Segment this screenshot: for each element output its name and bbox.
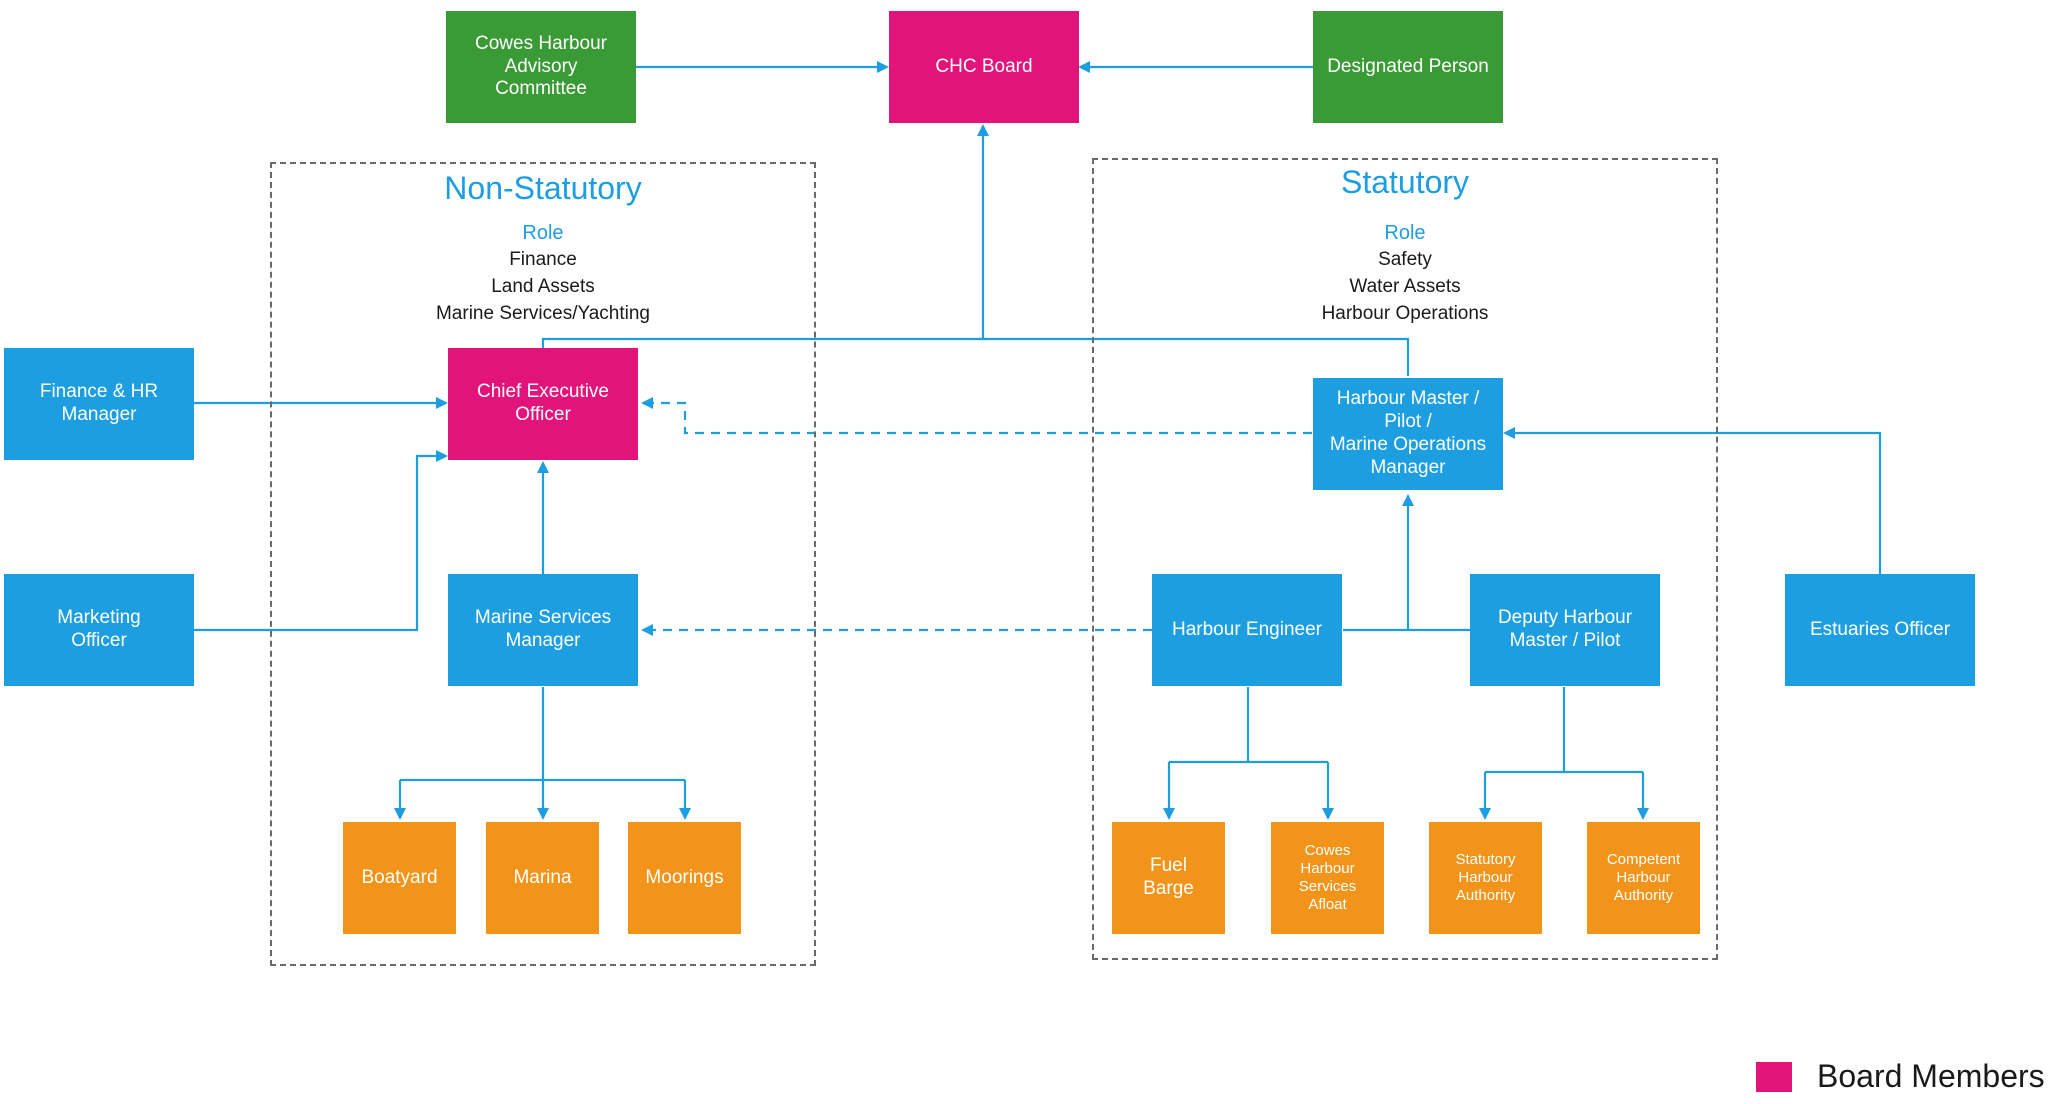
designated-person-box: Designated Person xyxy=(1313,11,1503,123)
marina-box: Marina xyxy=(486,822,599,934)
statutory-harbour-authority-box: Statutory Harbour Authority xyxy=(1429,822,1542,934)
statutory-role-3: Harbour Operations xyxy=(1321,303,1489,324)
non-statutory-role-label: Role xyxy=(522,222,564,244)
non-statutory-title: Non-Statutory xyxy=(444,170,642,206)
statutory-title: Statutory xyxy=(1340,164,1470,200)
marine-services-manager-box: Marine Services Manager xyxy=(448,574,638,686)
services-afloat-box: Cowes Harbour Services Afloat xyxy=(1271,822,1384,934)
connector-executive-bus xyxy=(541,337,1410,376)
non-statutory-role-2: Land Assets xyxy=(491,276,595,297)
statutory-role-label: Role xyxy=(1384,222,1426,244)
harbour-master-box: Harbour Master / Pilot / Marine Operatio… xyxy=(1313,378,1503,490)
fuel-barge-box: Fuel Barge xyxy=(1112,822,1225,934)
advisory-committee-box: Cowes Harbour Advisory Committee xyxy=(446,11,636,123)
boatyard-box: Boatyard xyxy=(343,822,456,934)
harbour-engineer-box: Harbour Engineer xyxy=(1152,574,1342,686)
legend-board-members-swatch xyxy=(1756,1062,1792,1092)
marketing-officer-box: Marketing Officer xyxy=(4,574,194,686)
statutory-role-2: Water Assets xyxy=(1349,276,1461,297)
statutory-role-1: Safety xyxy=(1378,249,1432,270)
non-statutory-role-1: Finance xyxy=(509,249,577,270)
competent-harbour-authority-box: Competent Harbour Authority xyxy=(1587,822,1700,934)
non-statutory-group: Non-Statutory Role Finance Land Assets M… xyxy=(270,162,816,966)
deputy-harbour-master-box: Deputy Harbour Master / Pilot xyxy=(1470,574,1660,686)
non-statutory-role-3: Marine Services/Yachting xyxy=(435,303,651,324)
connector-marketing-to-ceo xyxy=(194,450,448,632)
moorings-box: Moorings xyxy=(628,822,741,934)
chief-executive-officer-box: Chief Executive Officer xyxy=(448,348,638,460)
chc-board-box: CHC Board xyxy=(889,11,1079,123)
estuaries-officer-box: Estuaries Officer xyxy=(1785,574,1975,686)
finance-hr-manager-box: Finance & HR Manager xyxy=(4,348,194,460)
legend-board-members-label: Board Members xyxy=(1817,1058,2045,1094)
statutory-group: Statutory Role Safety Water Assets Harbo… xyxy=(1092,158,1718,960)
dashed-harbour-master-to-ceo xyxy=(641,397,1312,435)
connector-estuaries-to-harbour-master xyxy=(1503,427,1882,574)
